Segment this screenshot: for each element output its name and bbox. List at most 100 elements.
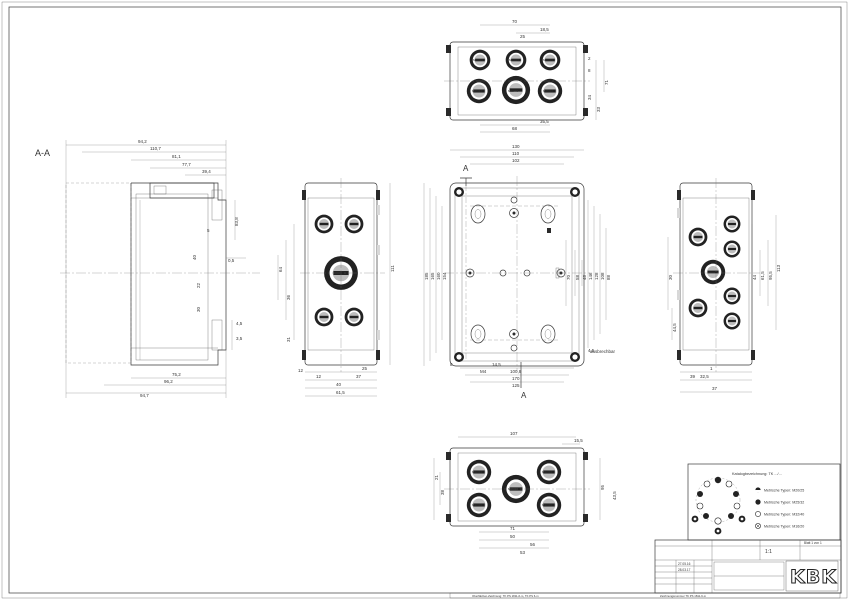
dim-left-6: 40 (336, 382, 342, 387)
dim-top-4: 34 (587, 94, 592, 100)
kbk-logo (785, 560, 839, 592)
dim-section-14: 0,5 (228, 258, 235, 263)
section-label: A-A (35, 148, 50, 158)
footer-text: Oberflächen-Zeichnung: TK PS 1811-6-m, T… (472, 594, 539, 598)
dim-section-6: 83,8 (234, 217, 239, 226)
dim-bottom-6: 50 (510, 534, 516, 539)
top-view: M20/25 M20/25 M20/25 M25/32 M32/40 M25/3… (444, 19, 609, 133)
dim-section-1: 94,2 (138, 139, 147, 144)
gland-label: M32/40 (508, 89, 518, 93)
legend-box: Katalogbezeichnung: TK .../... Metrische… (687, 463, 841, 541)
front-view: A A (423, 144, 616, 400)
dim-right-3: 61,5 (760, 271, 765, 280)
dim-bottom-8: 53 (520, 550, 526, 555)
gland-label: M32/40 (542, 470, 552, 474)
gland-icon (723, 240, 741, 258)
dim-right-1: 113 (776, 264, 781, 272)
gland-icon (688, 298, 708, 318)
dim-left-10: 36 (286, 294, 291, 300)
dim-front-m4: M4 (480, 369, 487, 374)
dim-bottom-3: 95 (600, 484, 605, 490)
gland-icon (344, 307, 364, 327)
dim-front-v10: 58 (575, 274, 580, 280)
dim-bottom-2: 15,5 (574, 438, 583, 443)
dim-top-3: 25 (520, 34, 526, 39)
dim-right-6: 44,5 (672, 323, 677, 332)
dim-top-1: 70 (512, 19, 518, 24)
footer-strip: Oberflächen-Zeichnung: TK PS 1811-6-m, T… (449, 592, 841, 599)
kbk-logo-text: KBK (790, 566, 837, 588)
dim-left-4: 37 (356, 374, 362, 379)
dim-top-10: 68 (512, 126, 518, 131)
dim-bottom-4: 21 (434, 474, 439, 480)
legend-item: Metrische Typen: M16/20 (764, 525, 804, 529)
section-view: A-A 94,2 110,7 81,1 77,7 39,4 83,8 96,2 … (35, 139, 260, 398)
dim-top-2: 18,5 (540, 27, 549, 32)
dim-front-4-5: 4,5 (588, 348, 595, 353)
dim-bottom-7: 56 (530, 542, 536, 547)
gland-label: M32/40 (472, 470, 482, 474)
legend-item: Metrische Typen: M32/40 (764, 513, 804, 517)
gland-label: M20/25 (473, 58, 483, 62)
dim-section-2: 110,7 (150, 146, 161, 151)
dim-bottom-9: 38 (440, 489, 445, 495)
gland-icon (723, 312, 741, 330)
dim-top-8: 8 (588, 68, 591, 73)
dim-right-9: 39 (690, 374, 696, 379)
dim-front-v6: 128 (594, 272, 599, 280)
dim-left-8: 31 (286, 336, 291, 342)
legend-symbol-icon (755, 499, 761, 505)
dim-section-4: 77,7 (182, 162, 191, 167)
gland-label: M20/25 (509, 58, 519, 62)
dim-front-v3: 160 (436, 272, 441, 280)
gland-icon (688, 227, 708, 247)
legend-gland-icon (714, 476, 722, 484)
dim-front-110: 110 (512, 151, 520, 156)
dim-front-170: 170 (512, 376, 520, 381)
dim-section-15: 4,5 (236, 321, 243, 326)
title-block: 1:1 Blatt 1 von 1 27.05.16 28.03.17 KBK (654, 539, 842, 594)
dim-section-11: 5 (207, 228, 210, 233)
dim-top-6: 33 (596, 106, 601, 112)
dim-bottom-10: 43,5 (612, 491, 617, 500)
dim-bottom-1: 107 (510, 431, 518, 436)
dim-front-v1: 185 (424, 272, 429, 280)
gland-icon (314, 214, 334, 234)
dim-left-1: 111 (390, 265, 395, 272)
dim-section-9: 94,7 (140, 393, 149, 398)
dim-section-16: 3,5 (236, 336, 243, 341)
dim-front-v7: 108 (600, 272, 605, 280)
gland-label: M32/40 (472, 503, 482, 507)
dim-front-125: 125 (512, 383, 520, 388)
gland-label: M20/25 (543, 58, 553, 62)
dim-right-2: 95,5 (768, 271, 773, 280)
gland-icon (723, 215, 741, 233)
dim-right-7: 1 (710, 366, 713, 371)
legend-item: Metrische Typen: M20/25 (764, 489, 804, 493)
bottom-view: M32/40 M32/40 M25/32 M32/40 M32/40 107 1… (433, 431, 617, 555)
footer-text-2: Zeichnungsnummer TK PS 1811-6-m (660, 594, 707, 598)
dim-front-v4: 154 (442, 272, 447, 280)
dim-left-7: 61,5 (336, 390, 345, 395)
dim-front-v9: 70 (566, 274, 571, 280)
legend-item: Metrische Typen: M25/32 (764, 501, 804, 505)
dim-left-3: 25 (362, 366, 368, 371)
dim-left-5: 12 (316, 374, 322, 379)
dim-section-13: 30 (196, 306, 201, 312)
dim-front-102: 102 (512, 158, 520, 163)
dim-bottom-5: 71 (510, 526, 516, 531)
dim-section-8: 75,2 (172, 372, 181, 377)
legend-symbol-icon (755, 511, 761, 517)
left-side-view: 111 12 25 37 12 40 61,5 31 64 36 (277, 178, 395, 397)
dim-top-9: 35,5 (540, 119, 549, 124)
dim-top-7: 2 (588, 56, 591, 61)
title-date-1: 27.05.16 (678, 562, 691, 566)
gland-label: M25/32 (543, 89, 553, 93)
dim-front-130: 130 (512, 144, 520, 149)
title-scale: 1:1 (765, 549, 772, 555)
dim-front-v8: 88 (606, 274, 611, 280)
dim-right-4: 44 (752, 274, 757, 280)
gland-label: M32/40 (542, 503, 552, 507)
dim-front-v11: 48 (582, 274, 587, 280)
